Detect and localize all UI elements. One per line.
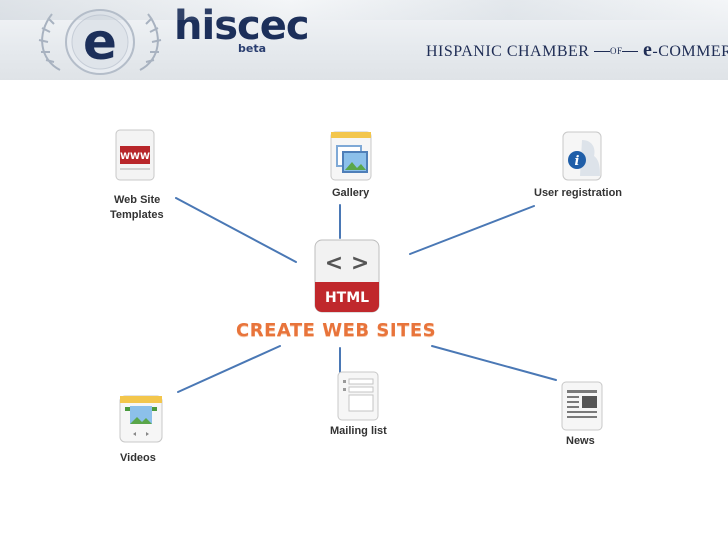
www-icon: WWW: [115, 129, 155, 181]
connector-templates: [175, 197, 297, 263]
tagline-part2: -COMMERCE: [652, 43, 728, 60]
label-templates-line2: Templates: [110, 209, 164, 221]
tagline-dash: [622, 51, 639, 52]
video-icon: [119, 395, 163, 443]
mailing-list-icon: [337, 371, 379, 421]
info-icon-text: i: [575, 154, 580, 169]
node-gallery[interactable]: [326, 128, 376, 189]
user-info-icon: i: [562, 131, 602, 181]
tagline: HISPANIC CHAMBER OF e-COMMERCE: [426, 39, 728, 62]
tagline-of: OF: [609, 46, 623, 56]
label-user-registration: User registration: [534, 187, 623, 199]
create-web-sites-title: CREATE WEB SITES: [236, 320, 437, 341]
node-web-site-templates[interactable]: WWW: [110, 128, 160, 189]
html-label-text: HTML: [325, 290, 369, 306]
label-gallery: Gallery: [332, 187, 370, 199]
tagline-e: e: [642, 39, 653, 61]
html-code-icon: < > HTML: [314, 239, 380, 313]
label-mailing-list: Mailing list: [330, 425, 387, 437]
node-news[interactable]: [558, 378, 608, 439]
connector-news: [431, 345, 557, 381]
node-videos[interactable]: [116, 392, 166, 453]
www-icon-text: WWW: [120, 152, 150, 162]
header-banner: e hiscec beta HISPANIC CHAMBER OF e-COMM…: [0, 0, 728, 80]
node-user-registration[interactable]: i: [558, 128, 608, 189]
tagline-dash: [593, 51, 610, 52]
gallery-icon: [330, 131, 372, 181]
node-mailing-list[interactable]: [334, 368, 384, 429]
tagline-part1: HISPANIC CHAMBER: [426, 43, 590, 60]
connector-videos: [177, 345, 281, 393]
code-brackets-text: < >: [325, 251, 370, 276]
label-videos: Videos: [120, 452, 156, 464]
label-templates-line1: Web Site: [114, 194, 161, 206]
connector-user-registration: [409, 205, 535, 255]
news-icon: [561, 381, 603, 431]
beta-badge: beta: [238, 42, 267, 55]
label-news: News: [566, 435, 595, 447]
label-web-site-templates: Web Site Templates: [110, 193, 164, 223]
logo-letter: e: [83, 13, 117, 71]
node-create-web-sites[interactable]: < > HTML: [312, 238, 382, 319]
